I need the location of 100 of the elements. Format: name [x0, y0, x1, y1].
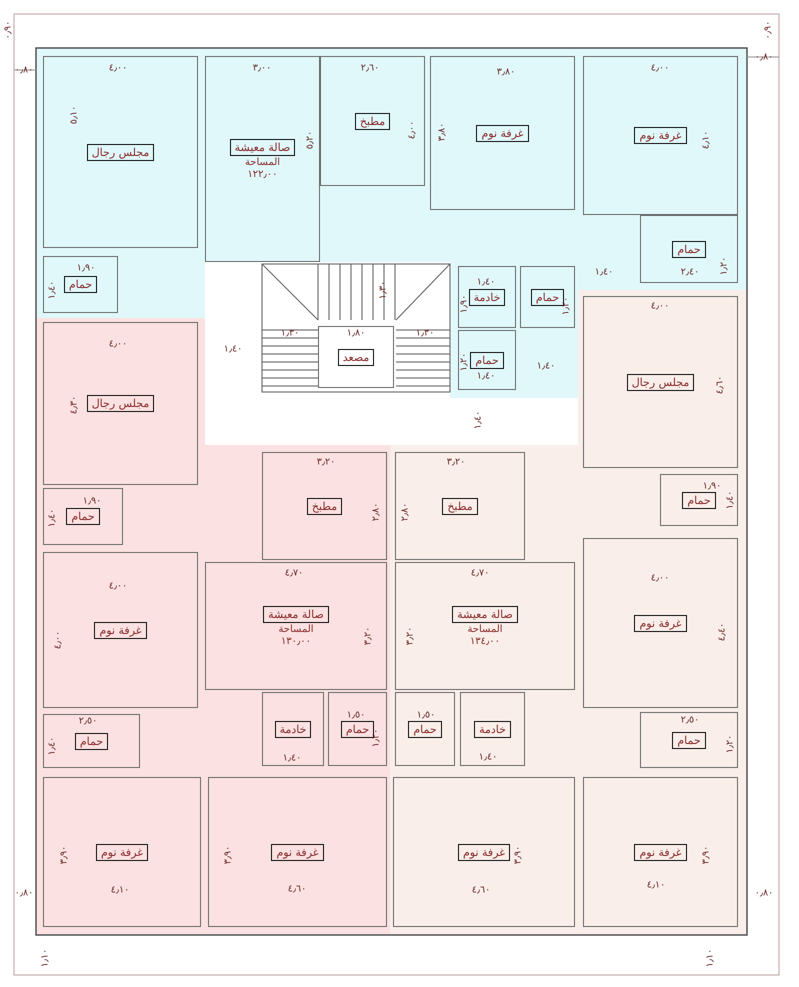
dimension-text: ٤٫٠٠	[650, 572, 670, 584]
dimension-text: ٤٫٠٠	[52, 630, 64, 650]
dimension-text: ١٫٤٠	[476, 370, 496, 382]
dimension-text: ٥٫٢٠	[304, 130, 316, 150]
room	[43, 777, 201, 927]
room	[660, 474, 738, 526]
dimension-text: ٤٫٦٠	[288, 884, 306, 894]
area-caption: المساحة	[244, 156, 280, 168]
dimension-text: ٢٫٦٠	[360, 62, 380, 74]
room-name: غرفة نوم	[476, 124, 529, 142]
room	[395, 452, 525, 560]
area-value: ١٣٠٫٠٠	[280, 636, 312, 646]
dimension-text: ٠٫٨٠	[754, 52, 774, 62]
dimension-text: ٤٫٣٠	[68, 396, 80, 414]
room	[520, 266, 575, 328]
room-name: صالة معيشة	[452, 606, 518, 622]
dimension-text: ٤٫١٠	[110, 884, 130, 896]
room	[205, 56, 320, 262]
dimension-text: ١٫٤٠	[472, 410, 484, 430]
dimension-text: ٣٫٨٠	[436, 122, 448, 142]
dimension-text: ٣٫٢٠	[446, 456, 466, 468]
dimension-text: ٤٫٠٠	[108, 62, 128, 74]
dimension-text: ٢٫٤٠	[680, 266, 700, 278]
dimension-text: ٣٫٢٠	[404, 626, 416, 646]
room	[458, 266, 516, 328]
room	[583, 538, 738, 708]
room-name: حمام	[672, 240, 706, 258]
dimension-text: ٤٫١٠	[646, 880, 666, 890]
room	[460, 692, 525, 766]
dimension-text: ٤٫٦٠	[714, 376, 726, 394]
room-name: غرفة نوم	[634, 844, 687, 860]
dimension-text: ١٫٤٠	[224, 344, 242, 354]
room	[320, 56, 425, 186]
dimension-text: ١٫٤٠	[46, 508, 58, 528]
dimension-text: ١٫٤٠	[478, 752, 498, 762]
dimension-text: ٤٫٤٠	[716, 622, 728, 642]
room	[458, 330, 516, 390]
dimension-text: ١٫٤٠	[536, 360, 556, 372]
room-name: صالة معيشة	[263, 606, 329, 622]
dimension-text: ٠٫٨٠	[14, 888, 34, 898]
area-caption: المساحة	[467, 624, 503, 634]
dimension-text: ٤٫٠٠	[406, 120, 418, 140]
dimension-text: ١٫٩٠	[82, 496, 102, 506]
dimension-text: ٣٫٠٠	[252, 62, 272, 74]
dimension-text: ٤٫٦٠	[472, 884, 490, 896]
area-caption: المساحة	[278, 624, 314, 634]
room-name: حمام	[672, 732, 706, 748]
dimension-text: ١٫٨٠	[346, 328, 366, 338]
area-value: ١٢٢٫٠٠	[247, 168, 278, 180]
room-name: مصعد	[338, 348, 374, 366]
dimension-text: ١٫٩٠	[702, 480, 722, 492]
dimension-text: ١٫٤٠	[46, 280, 58, 300]
dimension-text: ٤٫٧٠	[470, 568, 490, 578]
room-name: غرفة نوم	[634, 614, 687, 632]
dimension-text: ١٫١٠	[704, 948, 716, 968]
dimension-text: ٤٫٠٠	[108, 580, 128, 592]
dimension-text: ٤٫٠٠	[108, 338, 128, 350]
dimension-text: ٢٫٨٠	[400, 502, 410, 522]
dimension-text: ٤٫١٠	[700, 130, 712, 150]
dimension-text: ٢٫٥٠	[680, 714, 700, 726]
dimension-text: ١٫٤٠	[46, 736, 58, 756]
room	[640, 215, 738, 283]
dimension-text: ١٫٣٠	[280, 328, 300, 338]
dimension-text: ٢٫٥٠	[78, 716, 98, 726]
dimension-text: ١٫٤٠	[724, 490, 736, 510]
room-name: حمام	[66, 508, 100, 525]
room-name: حمام	[682, 492, 716, 508]
room	[43, 56, 198, 248]
room-name: مجلس رجال	[86, 395, 154, 412]
dimension-text: ١٫٤٠	[594, 266, 614, 278]
room	[262, 692, 324, 766]
room	[583, 56, 738, 215]
dimension-text: ٣٫٨٠	[496, 66, 516, 78]
dimension-text: ٣٫٩٠	[512, 846, 524, 864]
dimension-text: ٤٫٠٠	[650, 300, 670, 312]
dimension-text: ٠٫٨٠	[14, 64, 34, 76]
dimension-text: ٣٫٩٠	[58, 846, 70, 864]
room-name: صالة معيشة	[230, 138, 296, 156]
room	[205, 562, 387, 690]
room	[328, 692, 387, 766]
room-name: حمام	[470, 352, 504, 368]
room	[640, 712, 738, 768]
area-value: ١٣٤٫٠٠	[470, 636, 500, 646]
dimension-text: ٢٫٨٠	[370, 502, 382, 522]
dimension-text: ١٫٥٠	[346, 710, 366, 720]
room	[430, 56, 575, 210]
room-name: مطبخ	[354, 112, 390, 130]
dimension-text: ١٫٩٠	[458, 294, 470, 314]
dimension-text: ١٫٣٠	[416, 328, 434, 338]
room-name: غرفة نوم	[634, 127, 687, 144]
room-name: حمام	[408, 720, 442, 738]
dimension-text: ٣٫٩٠	[700, 846, 712, 864]
room-name: غرفة نوم	[94, 622, 147, 638]
dimension-text: ١٫١٠	[40, 948, 50, 968]
dimension-text: ٥٫١٠	[68, 106, 80, 124]
room-name: مطبخ	[442, 498, 478, 514]
room-name: غرفة نوم	[271, 844, 324, 860]
room	[395, 562, 575, 690]
room-name: مجلس رجال	[86, 144, 154, 160]
room-name: حمام	[74, 732, 108, 750]
